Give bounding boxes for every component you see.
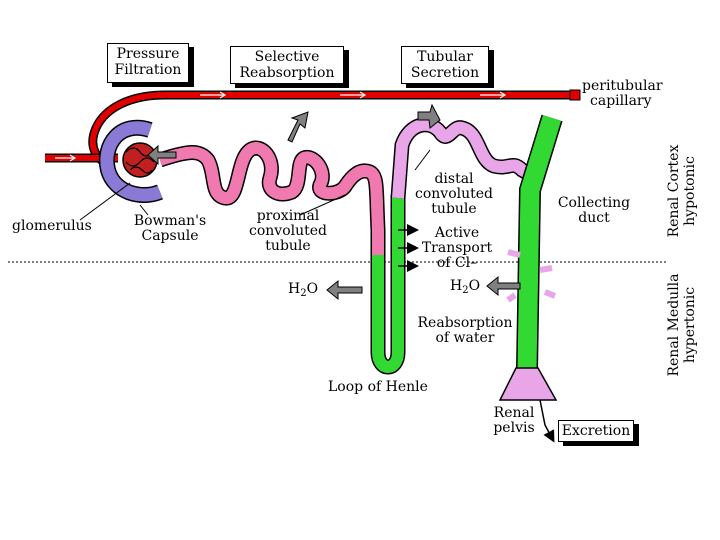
glomerulus bbox=[122, 142, 158, 178]
cortex-line1: Renal Cortex bbox=[666, 144, 682, 238]
peritubular-line2: capillary bbox=[590, 93, 652, 109]
peritubular-capillary-label: peritubular capillary bbox=[582, 79, 663, 109]
distal-tubule-label: distal convoluted tubule bbox=[408, 172, 500, 217]
proximal-line1: proximal bbox=[256, 208, 320, 224]
bowmans-line1: Bowman's bbox=[133, 213, 207, 229]
active-line2: Transport bbox=[421, 240, 493, 256]
peritubular-line1: peritubular bbox=[582, 78, 663, 94]
renal-pelvis-label: Renal pelvis bbox=[484, 406, 544, 436]
h2o-left-label: H2O bbox=[288, 282, 318, 301]
bowmans-capsule bbox=[98, 119, 163, 203]
collecting-line2: duct bbox=[578, 210, 610, 226]
h2o-right-label: H2O bbox=[450, 279, 480, 298]
active-transport-label: Active Transport of Cl– bbox=[416, 226, 498, 271]
capillary-flow-arrows bbox=[55, 91, 507, 162]
collecting-duct bbox=[506, 114, 563, 371]
pressure-filtration-line2: Filtration bbox=[114, 62, 182, 78]
h2o-left-sub: 2 bbox=[300, 288, 307, 299]
h2o-right-h: H bbox=[450, 278, 463, 294]
medulla-region-label: Renal Medulla hypertonic bbox=[666, 270, 698, 380]
bowmans-line2: Capsule bbox=[141, 228, 199, 244]
tubular-secretion-line1: Tubular bbox=[417, 49, 473, 65]
h2o-left-h: H bbox=[288, 281, 301, 297]
reabsorption-water-label: Reabsorption of water bbox=[410, 316, 520, 346]
proximal-line2: convoluted bbox=[249, 223, 327, 239]
pelvis-line2: pelvis bbox=[493, 420, 535, 436]
medulla-line1: Renal Medulla bbox=[666, 273, 682, 377]
active-line3: of Cl– bbox=[436, 255, 478, 271]
renal-pelvis bbox=[498, 367, 558, 443]
excretion-box: Excretion bbox=[558, 420, 634, 442]
active-line1: Active bbox=[434, 225, 480, 241]
bowmans-capsule-label: Bowman's Capsule bbox=[130, 214, 210, 244]
pelvis-line1: Renal bbox=[493, 405, 535, 421]
glomerulus-label: glomerulus bbox=[12, 218, 92, 234]
collecting-duct-label: Collecting duct bbox=[552, 196, 636, 226]
pressure-filtration-line1: Pressure bbox=[116, 46, 180, 62]
proximal-line3: tubule bbox=[265, 238, 311, 254]
h2o-right-sub: 2 bbox=[462, 285, 469, 296]
pressure-filtration-box: Pressure Filtration bbox=[107, 43, 189, 83]
selective-reabsorption-line2: Reabsorption bbox=[239, 65, 335, 81]
reabsorption-water-line1: Reabsorption bbox=[417, 315, 513, 331]
loop-of-henle-label: Loop of Henle bbox=[328, 379, 428, 395]
tubular-secretion-box: Tubular Secretion bbox=[401, 46, 489, 84]
tubular-secretion-line2: Secretion bbox=[410, 65, 480, 81]
distal-convoluted-tubule bbox=[390, 117, 540, 199]
excretion-label: Excretion bbox=[561, 423, 631, 439]
leader-lines bbox=[79, 149, 431, 221]
cortex-region-label: Renal Cortex hypotonic bbox=[666, 138, 698, 244]
distal-line3: tubule bbox=[431, 201, 477, 217]
selective-reabsorption-box: Selective Reabsorption bbox=[230, 46, 344, 84]
active-transport-arrows bbox=[398, 224, 419, 272]
loop-of-henle bbox=[370, 195, 406, 375]
distal-line2: convoluted bbox=[415, 186, 493, 202]
reabsorption-water-line2: of water bbox=[435, 330, 495, 346]
collecting-line1: Collecting bbox=[557, 195, 631, 211]
proximal-convoluted-tubule bbox=[157, 140, 386, 258]
proximal-tubule-label: proximal convoluted tubule bbox=[240, 209, 336, 254]
gray-arrows bbox=[147, 103, 521, 301]
cortex-line2: hypotonic bbox=[682, 156, 698, 226]
h2o-left-o: O bbox=[306, 281, 319, 297]
selective-reabsorption-line1: Selective bbox=[254, 49, 320, 65]
medulla-line2: hypertonic bbox=[682, 286, 698, 364]
h2o-right-o: O bbox=[468, 278, 481, 294]
distal-line1: distal bbox=[434, 171, 474, 187]
